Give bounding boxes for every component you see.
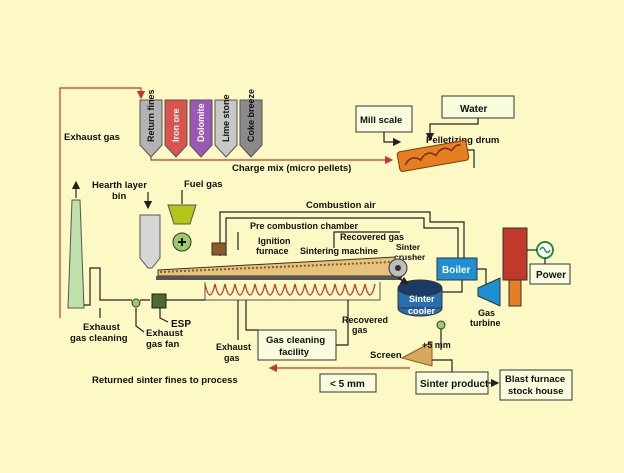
crusher-to-cooler [397,276,410,285]
ignition-furnace [211,242,227,256]
power-box [529,263,571,285]
return-fines-loop [59,87,146,318]
esp-label: ESP [171,319,191,330]
boiler-steam-line [477,268,487,284]
fuel-gas-hopper [167,204,197,225]
hopper-lime-stone: Lime stone [214,94,238,158]
sinter-cooler [397,279,443,317]
pre-combustion-chamber-label: Pre combustion chamber [250,221,359,231]
water-label: Water [460,104,488,115]
combustion-air-duct [219,211,465,268]
turbine-stack [508,279,522,307]
esp-box [151,293,167,309]
charge-mix-label: Charge mix (micro pellets) [232,163,351,174]
minus5mm-label: < 5 mm [330,379,365,390]
hearth-layer-bin [139,214,161,269]
exhaust-gas-label: Exhaust gas [64,132,120,143]
fuel-gas-label: Fuel gas [184,179,223,190]
hopper-label-return-fines: Return fines [146,89,156,142]
mill-scale-label: Mill scale [360,115,402,126]
pelletizing-drum [396,140,470,172]
power-label: Power [536,270,566,281]
cooler-fan [436,320,446,330]
sintering-machine-label: Sintering machine [300,246,378,256]
hopper-label-iron-ore: Iron ore [171,108,181,142]
hopper-coke-breeze: Coke breeze [239,89,263,158]
screen-to-product [432,359,453,372]
raw-material-hoppers: Return fines Iron ore Dolomite Lime ston… [139,89,263,158]
plus5mm-label: +5 mm [422,340,451,350]
hopper-label-lime-stone: Lime stone [221,94,231,142]
gas-cleaning-duct [237,300,258,340]
hopper-dolomite: Dolomite [189,99,213,158]
drum-outlet [468,149,475,168]
exhaust-duct [84,267,108,306]
fan-pointer [135,308,145,333]
recovered-gas-top-line [333,231,400,248]
hopper-label-dolomite: Dolomite [196,103,206,142]
gas-cleaning-facility-box [257,329,337,361]
combustion-air-label: Combustion air [306,200,376,211]
sintering-machine [156,256,408,301]
chimney [67,180,85,309]
blast-furnace-box [499,369,573,401]
turbine-housing [502,227,528,281]
esp-pointer [159,308,169,323]
hopper-iron-ore: Iron ore [164,99,188,158]
mill-scale-box [355,105,413,133]
cooler-to-boiler [442,280,463,293]
sinter-product-label: Sinter product [420,379,489,390]
recovered-gas-bottom-line [336,300,349,346]
exhaust-gas-fan-icon [131,298,141,308]
combustion-air-duct-inner [225,217,459,268]
hopper-label-coke-breeze: Coke breeze [246,89,256,142]
returned-fines-label: Returned sinter fines to process [92,375,238,386]
charge-mix-line [150,155,394,165]
hopper-return-fines: Return fines [139,89,163,158]
screen-icon [400,341,433,367]
water-arrow [425,118,479,142]
recovered-gas-top-label: Recovered gas [340,232,404,242]
minus5mm-box [319,373,377,393]
gas-turbine [477,277,501,307]
boiler-label: Boiler [442,265,470,276]
mill-scale-arrow [383,132,402,147]
screen-label: Screen [370,350,402,361]
